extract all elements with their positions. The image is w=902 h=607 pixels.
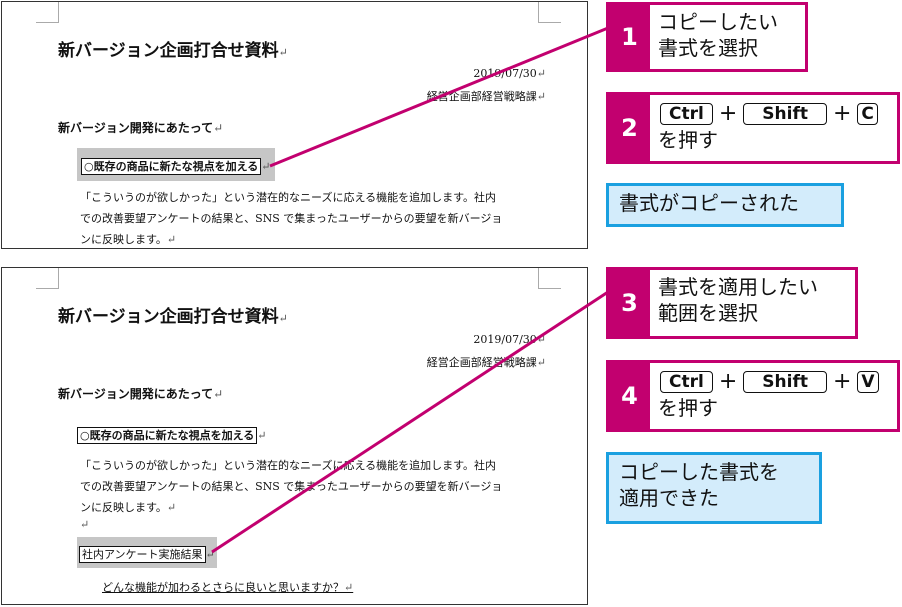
step-text: Ctrl+Shift+V を押す (650, 363, 889, 429)
doc-dept[interactable]: 経営企画部経営戦略課↵ (426, 356, 546, 369)
body-line[interactable]: 「こういうのが欲しかった」という潜在的なニーズに応える機能を追加します。社内 (80, 459, 497, 472)
callout-line-1 (269, 26, 609, 168)
body-line[interactable]: での改善要望アンケートの結果と、SNS で集まったユーザーからの要望を新バージョ (80, 212, 503, 225)
doc-title[interactable]: 新バージョン企画打合せ資料↵ (58, 307, 288, 327)
ctrl-key: Ctrl (660, 370, 713, 393)
question-line[interactable]: どんな機能が加わるとさらに良いと思いますか？↵ (102, 581, 354, 594)
selected-bullet-heading[interactable]: ○既存の商品に新たな視点を加える↵ (77, 148, 275, 181)
step-2-callout: 2 Ctrl+Shift+C を押す (606, 92, 900, 164)
plus-sign: + (718, 368, 738, 394)
bullet-heading-row[interactable]: ○既存の商品に新たな視点を加える↵ (77, 424, 267, 444)
callout-line-3 (211, 290, 609, 554)
doc-title[interactable]: 新バージョン企画打合せ資料↵ (58, 41, 288, 61)
empty-paragraph-mark: ↵ (80, 518, 90, 531)
ctrl-key: Ctrl (660, 102, 713, 125)
c-key: C (857, 102, 878, 125)
doc-date[interactable]: 2019/07/30↵ (473, 333, 546, 346)
step-number: 2 (609, 95, 650, 161)
step-text: Ctrl+Shift+C を押す (650, 95, 888, 161)
body-line[interactable]: ンに反映します。↵ (80, 233, 177, 246)
plus-sign: + (832, 100, 852, 126)
step-3-callout: 3 書式を適用したい 範囲を選択 (606, 267, 858, 339)
step-4-callout: 4 Ctrl+Shift+V を押す (606, 360, 900, 432)
margin-corner-left (36, 268, 59, 289)
body-line[interactable]: ンに反映します。↵ (80, 501, 177, 514)
document-page-top[interactable]: 新バージョン企画打合せ資料↵ 2019/07/30↵ 経営企画部経営戦略課↵ 新… (1, 1, 588, 249)
plus-sign: + (718, 100, 738, 126)
result-applied-callout: コピーした書式を 適用できた (606, 452, 822, 524)
document-page-bottom[interactable]: 新バージョン企画打合せ資料↵ 2019/07/30↵ 経営企画部経営戦略課↵ 新… (1, 267, 588, 605)
step-text: 書式を適用したい 範囲を選択 (658, 275, 818, 325)
bullet-heading[interactable]: ○既存の商品に新たな視点を加える (81, 158, 262, 175)
step-1-callout: 1 コピーしたい 書式を選択 (606, 2, 808, 72)
step-number: 3 (609, 270, 650, 336)
shift-key: Shift (743, 370, 827, 393)
margin-corner-left (36, 2, 59, 23)
shift-key: Shift (743, 102, 827, 125)
body-line[interactable]: 「こういうのが欲しかった」という潜在的なニーズに応える機能を追加します。社内 (80, 191, 497, 204)
target-heading[interactable]: 社内アンケート実施結果 (79, 546, 206, 563)
step-text: コピーしたい 書式を選択 (658, 10, 778, 60)
margin-corner-right (538, 268, 561, 289)
step-number: 4 (609, 363, 650, 429)
body-line[interactable]: での改善要望アンケートの結果と、SNS で集まったユーザーからの要望を新バージョ (80, 480, 503, 493)
section-heading[interactable]: 新バージョン開発にあたって↵ (58, 121, 224, 135)
bullet-heading[interactable]: ○既存の商品に新たな視点を加える (77, 427, 258, 444)
result-copied-callout: 書式がコピーされた (606, 183, 844, 227)
doc-dept[interactable]: 経営企画部経営戦略課↵ (426, 90, 546, 103)
selected-target-heading[interactable]: 社内アンケート実施結果↵ (77, 537, 217, 568)
v-key: V (857, 370, 879, 393)
margin-corner-right (538, 2, 561, 23)
section-heading[interactable]: 新バージョン開発にあたって↵ (58, 387, 224, 401)
plus-sign: + (832, 368, 852, 394)
step-number: 1 (609, 5, 650, 69)
